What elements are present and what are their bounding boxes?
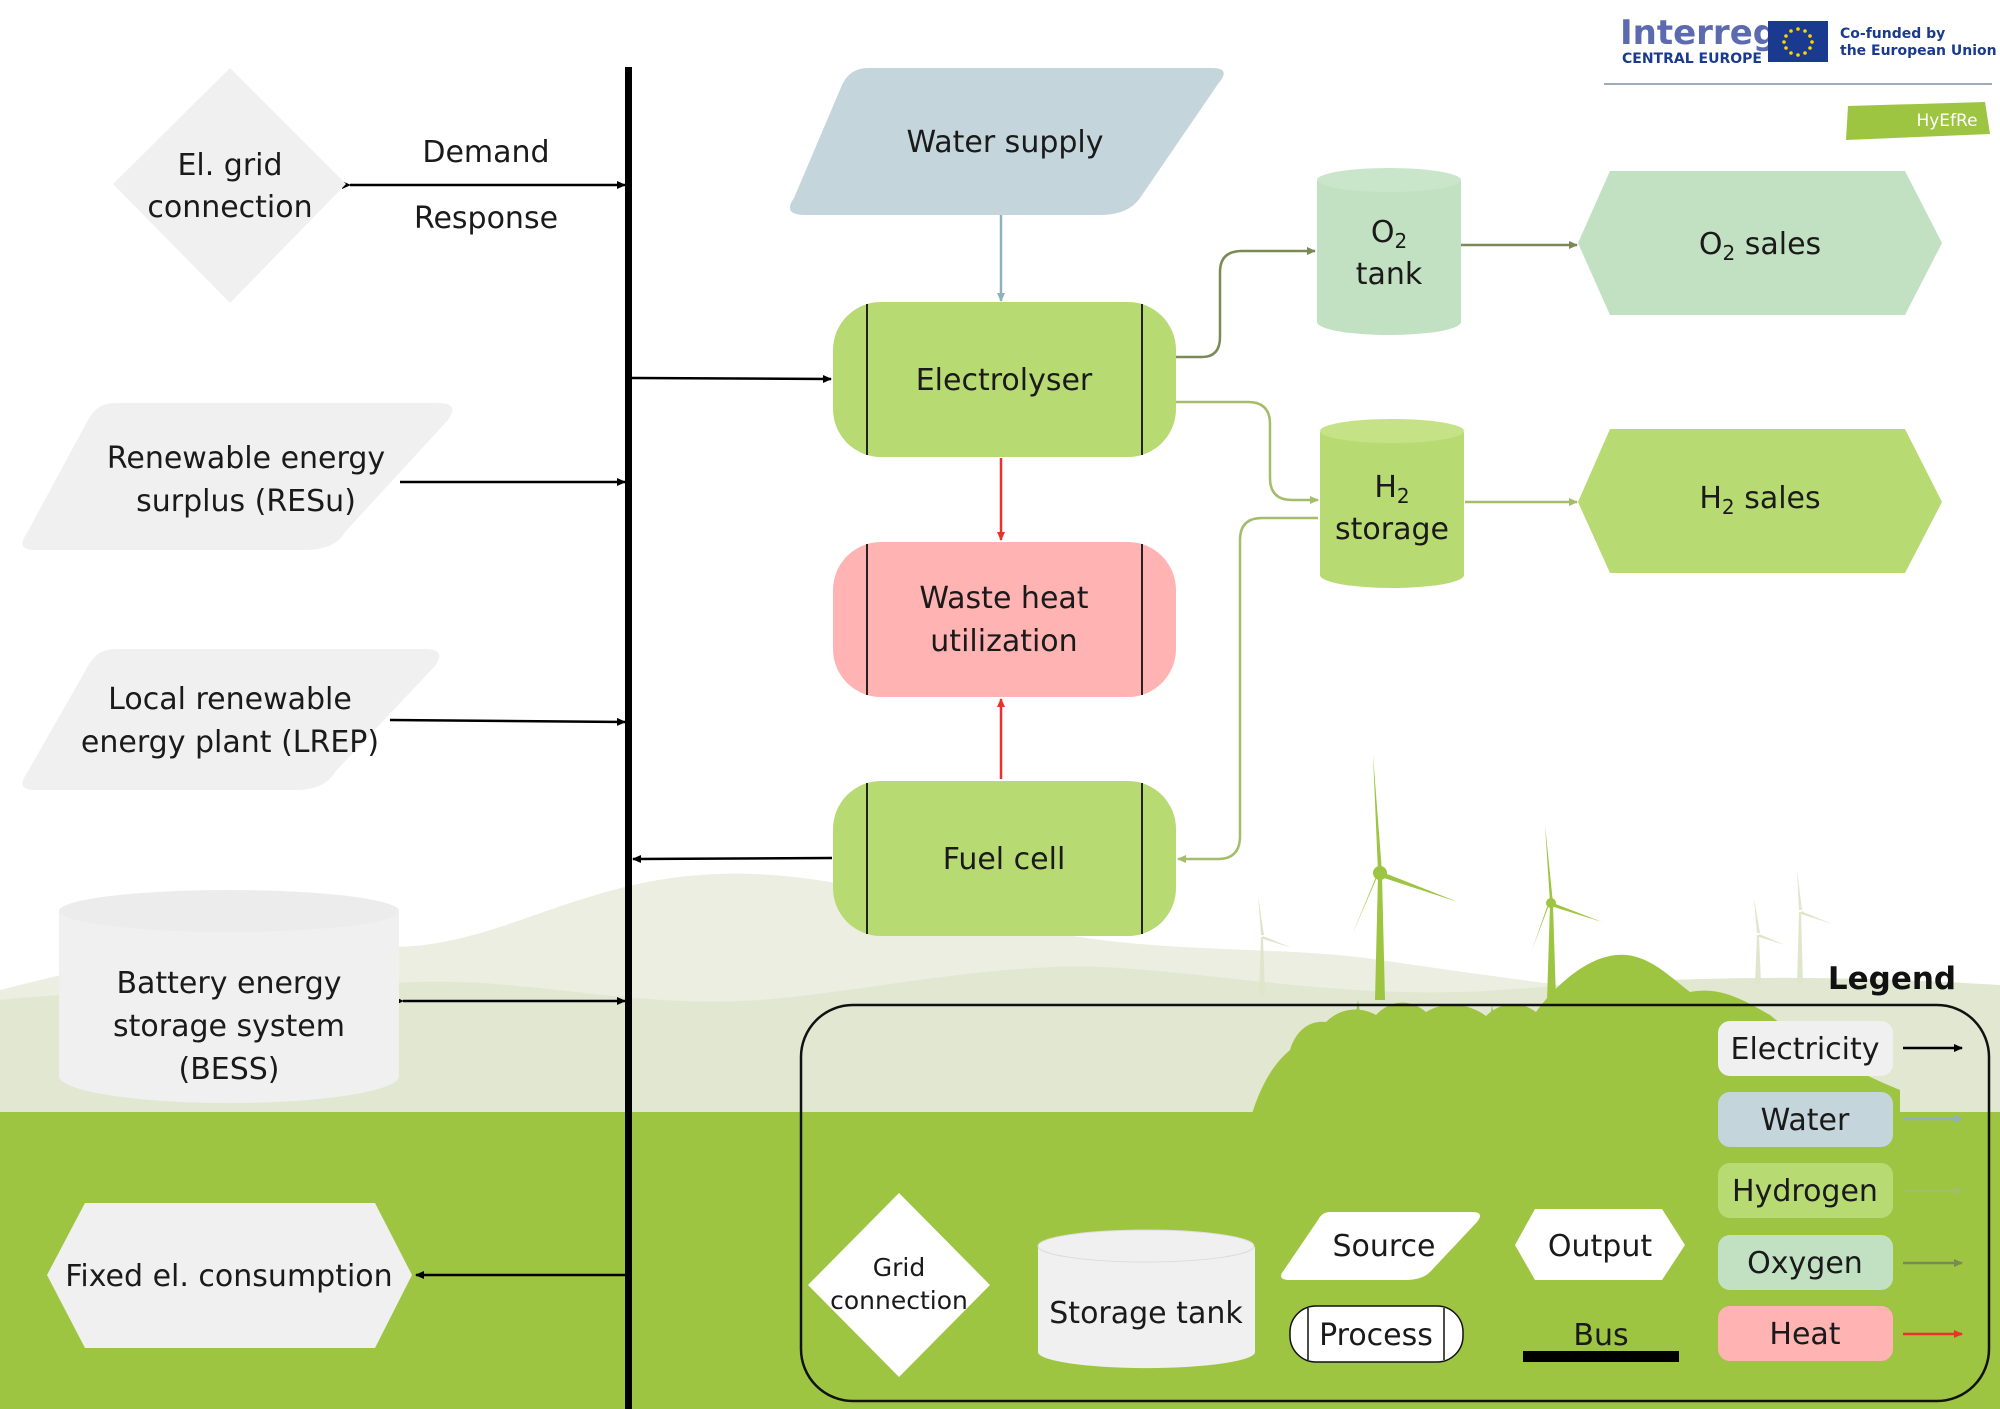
grid-connection-node: El. grid connection xyxy=(113,68,346,303)
water-supply-source-node: Water supply xyxy=(789,68,1224,215)
o2-tank-label-line2: tank xyxy=(1356,257,1423,292)
arrow-fuelcell-bus xyxy=(632,854,833,863)
fuel-cell-process-node: Fuel cell xyxy=(833,781,1176,936)
legend-hydrogen-row: Hydrogen xyxy=(1718,1163,1963,1218)
legend-storage-label: Storage tank xyxy=(1049,1296,1243,1331)
logo-program-region: CENTRAL EUROPE xyxy=(1622,51,1762,67)
lrep-source-node: Local renewable energy plant (LREP) xyxy=(22,649,440,790)
arrow-h2-fuelcell xyxy=(1177,516,1318,863)
electrolyser-process-node: Electrolyser xyxy=(833,302,1176,457)
connectors xyxy=(342,181,1578,1279)
arrow-lrep-bus xyxy=(389,717,626,726)
legend-electricity-row: Electricity xyxy=(1718,1021,1963,1076)
resu-label-line2: surplus (RESu) xyxy=(136,484,356,519)
resu-source-node: Renewable energy surplus (RESu) xyxy=(22,403,453,550)
h2-storage-label-line1: H2 xyxy=(1374,470,1409,508)
fuel-cell-label: Fuel cell xyxy=(943,842,1066,877)
project-tag: HyEfRe xyxy=(1916,111,1977,131)
arrow-bus-electrolyser xyxy=(631,374,832,383)
bess-label-line3: (BESS) xyxy=(178,1052,279,1087)
legend-frame xyxy=(799,1003,1991,1403)
legend-grid-label-line2: connection xyxy=(830,1286,968,1315)
legend-title: Legend xyxy=(1828,961,1956,997)
legend-bus-label: Bus xyxy=(1573,1318,1628,1353)
interreg-logo: Interreg CENTRAL EUROPE xyxy=(1620,13,1777,67)
bess-label-line2: storage system xyxy=(113,1009,345,1044)
legend-oxygen-label: Oxygen xyxy=(1747,1246,1863,1281)
legend-process-sample: Process xyxy=(1289,1305,1464,1363)
lrep-label-line2: energy plant (LREP) xyxy=(81,725,379,760)
legend-water-row: Water xyxy=(1718,1092,1963,1147)
eu-flag-icon xyxy=(1768,21,1828,62)
water-supply-label: Water supply xyxy=(906,125,1103,160)
legend-storage-sample: Storage tank xyxy=(1037,1229,1255,1369)
o2-sales-label: O2 sales xyxy=(1699,227,1821,265)
arrow-electrolyser-o2 xyxy=(1176,247,1316,359)
legend-hydrogen-label: Hydrogen xyxy=(1732,1174,1878,1209)
h2-sales-label: H2 sales xyxy=(1699,481,1820,519)
grid-label-line1: El. grid xyxy=(177,148,282,183)
o2-tank-label-line1: O2 xyxy=(1371,215,1407,253)
o2-sales-output-node: O2 sales xyxy=(1578,171,1942,315)
demand-response-label-line1: Demand xyxy=(422,135,549,170)
cofunded-line2: the European Union xyxy=(1840,43,1997,59)
electrolyser-label: Electrolyser xyxy=(916,363,1093,398)
grid-label-line2: connection xyxy=(147,190,312,225)
legend-heat-row: Heat xyxy=(1718,1306,1963,1361)
fixed-consumption-output-node: Fixed el. consumption xyxy=(47,1203,412,1348)
legend-output-label: Output xyxy=(1548,1229,1652,1264)
legend-grid-connection-sample: Grid connection xyxy=(808,1193,990,1377)
o2-tank-storage-node: O2 tank xyxy=(1317,168,1461,335)
lrep-label-line1: Local renewable xyxy=(108,682,352,717)
legend-electricity-label: Electricity xyxy=(1730,1032,1879,1067)
legend: Legend Grid connection Storage tank Sour… xyxy=(799,961,1991,1403)
legend-heat-label: Heat xyxy=(1769,1317,1840,1352)
waste-heat-label-line1: Waste heat xyxy=(919,581,1088,616)
h2-storage-label-line2: storage xyxy=(1335,512,1449,547)
legend-process-label: Process xyxy=(1319,1318,1433,1353)
electricity-bus xyxy=(625,67,632,1409)
legend-output-sample: Output xyxy=(1515,1209,1685,1280)
resu-label-line1: Renewable energy xyxy=(107,441,385,476)
legend-source-sample: Source xyxy=(1281,1212,1481,1280)
cofunded-line1: Co-funded by xyxy=(1840,26,1945,42)
legend-bus-sample: Bus xyxy=(1523,1318,1679,1362)
h2-sales-output-node: H2 sales xyxy=(1578,429,1942,573)
bess-label-line1: Battery energy xyxy=(116,966,341,1001)
legend-oxygen-row: Oxygen xyxy=(1718,1235,1963,1290)
legend-grid-label-line1: Grid xyxy=(873,1253,925,1282)
wind-turbine-icon xyxy=(1352,755,1602,1000)
legend-source-label: Source xyxy=(1332,1229,1435,1264)
demand-response-label-line2: Response xyxy=(414,201,558,236)
legend-water-label: Water xyxy=(1761,1103,1850,1138)
h2-storage-node: H2 storage xyxy=(1320,419,1464,588)
project-tag-badge: HyEfRe xyxy=(1846,102,1990,140)
waste-heat-label-line2: utilization xyxy=(930,624,1077,659)
wind-turbine-distant-icon xyxy=(1250,870,1832,995)
bess-storage-node: Battery energy storage system (BESS) xyxy=(59,890,399,1103)
arrow-electrolyser-h2 xyxy=(1176,400,1319,504)
fixed-consumption-label: Fixed el. consumption xyxy=(65,1259,392,1294)
logo-program-name: Interreg xyxy=(1620,13,1777,53)
waste-heat-process-node: Waste heat utilization xyxy=(833,542,1176,697)
